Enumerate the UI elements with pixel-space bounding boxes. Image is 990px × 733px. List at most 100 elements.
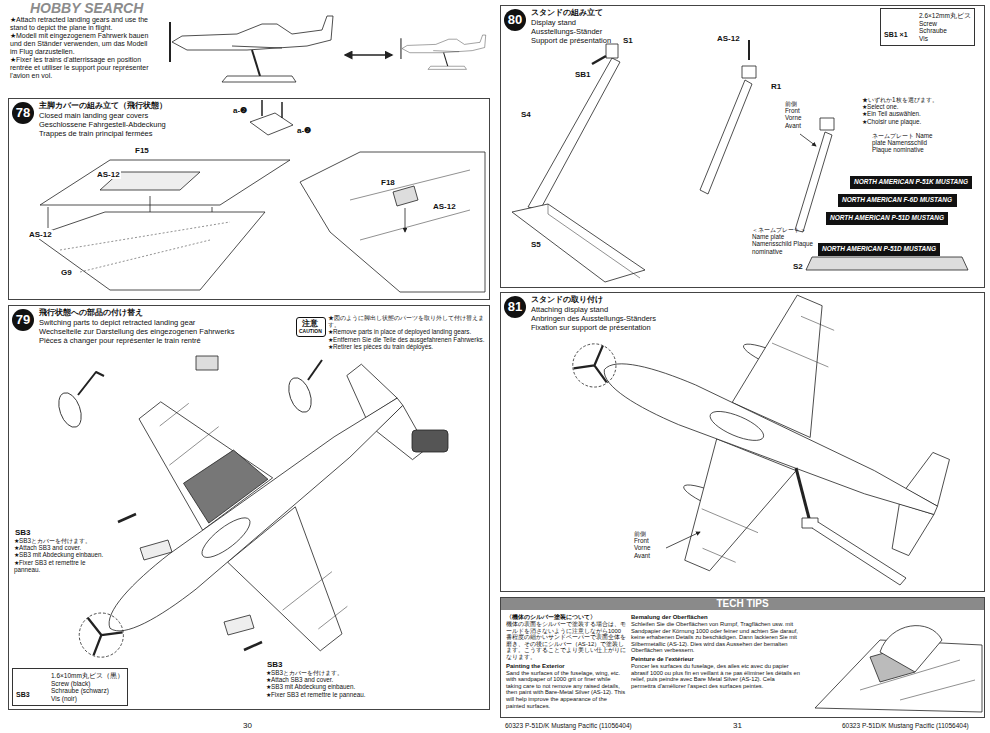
- name-plate: NORTH AMERICAN P-51D MUSTANG: [818, 243, 940, 256]
- text-column: NORTH AMERICAN P-51K MUSTANG: [854, 178, 968, 186]
- text-column: SB3: [16, 691, 30, 699]
- retracted-gear-illustration: [244, 642, 262, 650]
- caution-badge: 注意CAUTION: [296, 317, 326, 337]
- name-plate: NORTH AMERICAN P-51K MUSTANG: [850, 176, 972, 189]
- step-panel: 78主脚カバーの組み立て（飛行状態）Closed main landing ge…: [8, 98, 490, 300]
- text-column: 78: [12, 102, 34, 124]
- screw-spec: Schraube: [919, 27, 971, 35]
- note-group: 前側 Front Vorne Avant: [785, 100, 813, 129]
- display-stand-illustration: [800, 134, 816, 146]
- instruction-note: ★図のように脚出し状態のパーツを取り外して付け替えます。: [328, 314, 486, 328]
- part-label: F15: [134, 146, 150, 155]
- tip-heading: Bemalung der Oberflächen: [631, 614, 801, 621]
- attached-stand-illustration: [796, 468, 810, 522]
- tip-body: Schleifen Sie die Oberflächen von Rumpf,…: [631, 621, 801, 654]
- display-stand-illustration: [742, 66, 756, 78]
- text-column: スタンドの取り付けAttaching display standAnbringe…: [531, 295, 656, 332]
- instruction-note: ★SB3 mit Abdeckung einbauen.: [14, 551, 112, 558]
- part-label: G9: [60, 268, 73, 277]
- landing-gear-cover-illustration: [350, 170, 470, 240]
- note-group: ★いずれか1枚を選びます。★Select one.★Ein Teil auswä…: [862, 96, 974, 125]
- intro-illustration: [170, 16, 486, 82]
- landing-gear-cover-illustration: [262, 100, 282, 118]
- retracted-gear-illustration: [78, 372, 104, 395]
- part-label: AS-12: [28, 230, 53, 239]
- step-heading: Fixation sur support de présentation: [531, 323, 656, 332]
- part-label: F18: [380, 178, 396, 187]
- text-column: NORTH AMERICAN P-51D MUSTANG: [830, 214, 944, 222]
- tip-heading: Peinture de l'extérieur: [631, 656, 801, 663]
- retracted-gear-illustration: [308, 360, 322, 380]
- retracted-gear-illustration: [180, 441, 268, 525]
- part-label: S2: [792, 262, 804, 271]
- text-column: Bemalung der OberflächenSchleifen Sie di…: [631, 614, 801, 691]
- page-number: 31: [733, 721, 742, 730]
- step-heading: Trappes de train principal fermées: [39, 129, 167, 138]
- instruction-note: ★Retirer les pièces du train déployés.: [328, 343, 486, 350]
- landing-gear-cover-illustration: [60, 222, 230, 272]
- display-stand-illustration: [806, 257, 968, 270]
- caution-text: CAUTION: [299, 328, 322, 334]
- step-number: 78: [12, 102, 34, 124]
- landing-gear-cover-illustration: [250, 113, 293, 135]
- instruction-note: ★Attach retracted landing gears and use …: [10, 16, 150, 32]
- text-column: 主脚カバーの組み立て（飛行状態）Closed main landing gear…: [39, 101, 167, 138]
- retracted-gear-illustration: [118, 514, 136, 522]
- part-label: AS-12: [432, 202, 457, 211]
- tech-tips-panel: TECH TIPS〈機体のシルバー塗装について〉機体の表面をシルバーで塗装する場…: [500, 597, 985, 718]
- step-panel: 81スタンドの取り付けAttaching display standAnbrin…: [500, 292, 985, 592]
- watermark: HOBBY SEARCH: [30, 0, 143, 16]
- kit-code: 60323 P-51D/K Mustang Pacific (11056404): [505, 722, 632, 730]
- display-stand-illustration: [512, 11, 968, 282]
- screw-callout: 2.6×12mm丸ビスScrewSchraubeVis SB1 ×1: [880, 8, 975, 46]
- display-stand-illustration: [820, 118, 834, 130]
- step-panel: 79飛行状態への部品の付け替えSwitching parts to depict…: [8, 305, 490, 710]
- step-heading: 主脚カバーの組み立て（飛行状態）: [39, 101, 167, 111]
- retracted-gear-illustration: [180, 441, 268, 525]
- text-column: 1.6×10mm丸ビス（黒）Screw (black)Schraube (sch…: [51, 672, 124, 702]
- part-label: SB3: [266, 660, 384, 669]
- display-stand-illustration: [606, 44, 618, 58]
- step-heading: Display stand: [531, 18, 611, 27]
- kit-code: 60323 P-51D/K Mustang Pacific (11056404): [842, 722, 969, 730]
- retracted-gear-illustration: [224, 615, 254, 635]
- display-stand-illustration: [748, 40, 750, 60]
- screw-spec: Schraube (schwarz): [51, 687, 124, 695]
- instruction-note: ★Fixer les trains d'atterrissage en posi…: [10, 56, 150, 80]
- plate-text: NORTH AMERICAN P-51K MUSTANG: [854, 178, 968, 186]
- part-label: SB3: [14, 528, 112, 537]
- plate-text: NORTH AMERICAN P-51D MUSTANG: [830, 214, 944, 222]
- text-column: 79: [12, 309, 34, 331]
- screw-spec: Screw: [919, 20, 971, 28]
- instruction-note: ★Fixer SB3 et remettre le panneau.: [266, 691, 384, 698]
- tip-heading: 〈機体のシルバー塗装について〉: [506, 614, 626, 621]
- step-heading: Wechselteile zur Darstellung des eingezo…: [39, 327, 234, 336]
- landing-gear-cover-illustration: [405, 208, 406, 232]
- part-label: R1: [770, 82, 782, 91]
- screw-callout: 1.6×10mm丸ビス（黒）Screw (black)Schraube (sch…: [12, 668, 128, 706]
- instruction-note: ★Choisir une plaque.: [862, 118, 974, 125]
- screw-id: SB3: [16, 691, 30, 699]
- plate-text: NORTH AMERICAN F-6D MUSTANG: [842, 196, 952, 204]
- section-header: TECH TIPS: [501, 598, 984, 610]
- display-stand-illustration: [528, 58, 620, 210]
- instruction-note: ★SB3とカバーを付けます。: [14, 537, 112, 544]
- text-column: NORTH AMERICAN P-51D MUSTANG: [822, 245, 936, 253]
- text-column: SB1 ×1: [884, 31, 908, 39]
- intro-illustration: [401, 35, 486, 69]
- landing-gear-cover-illustration: [393, 186, 418, 206]
- note-group: 前側 Front Vorne Avant: [634, 530, 662, 559]
- instruction-note: ★Select one.: [862, 103, 974, 110]
- retracted-gear-illustration: [196, 356, 218, 370]
- screw-spec: Vis: [919, 35, 971, 43]
- step-heading: Support de présentation: [531, 36, 611, 45]
- step-heading: Switching parts to depict retracted land…: [39, 318, 234, 327]
- screw-spec: 2.6×12mm丸ビス: [919, 12, 971, 20]
- screw-spec: 1.6×10mm丸ビス（黒）: [51, 672, 124, 680]
- screw-id: SB1 ×1: [884, 31, 908, 39]
- step-heading: スタンドの組み立て: [531, 8, 611, 18]
- instruction-note: ＜ネームプレート＞ Name plate Namensschild Plaque…: [752, 226, 816, 255]
- landing-gear-cover-illustration: [300, 152, 485, 292]
- display-stand-illustration: [548, 204, 640, 278]
